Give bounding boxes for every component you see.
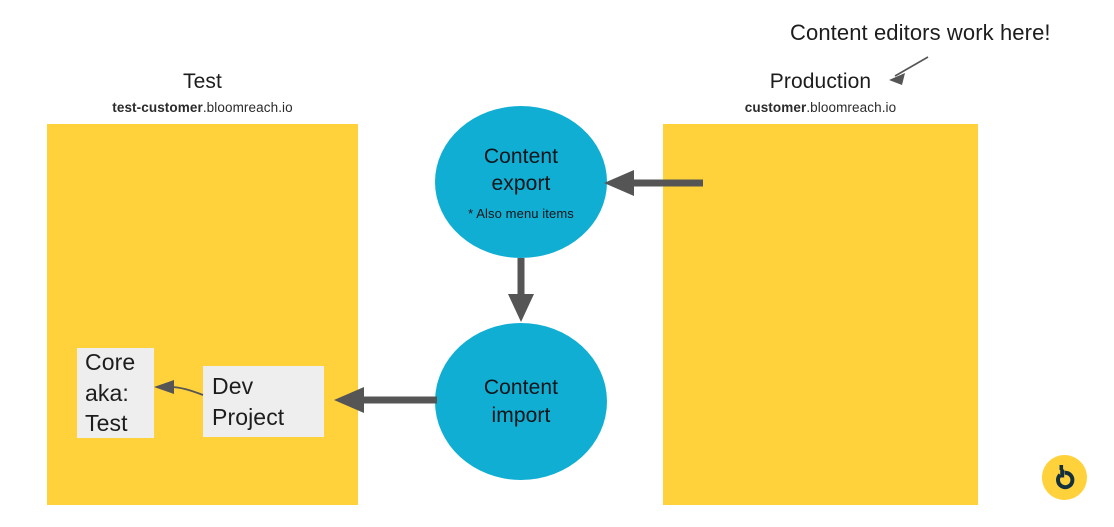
production-environment-title: Production bbox=[769, 70, 872, 93]
production-environment-box bbox=[663, 124, 978, 505]
test-environment-box bbox=[47, 124, 358, 505]
dev-box-line-1: Dev bbox=[212, 373, 254, 400]
content-export-note: * Also menu items bbox=[468, 206, 574, 222]
core-box-line-3: Test bbox=[85, 410, 128, 437]
production-environment-domain-suffix: .bloomreach.io bbox=[806, 100, 897, 115]
test-environment-domain-prefix: test-customer bbox=[112, 100, 203, 115]
bloomreach-logo-icon bbox=[1056, 465, 1075, 490]
content-import-label-line-2: import bbox=[491, 403, 551, 427]
dev-box-line-2: Project bbox=[212, 403, 285, 430]
production-environment-domain-prefix: customer bbox=[744, 100, 807, 115]
content-export-label-line-2: export bbox=[491, 172, 551, 195]
content-export-label-line-1: Content bbox=[483, 144, 559, 168]
bloomreach-logo bbox=[1042, 455, 1087, 500]
test-environment-domain: test-customer.bloomreach.io bbox=[47, 100, 358, 115]
content-export-node: Content export * Also menu items bbox=[435, 106, 607, 258]
content-import-label-line-1: Content bbox=[483, 376, 559, 400]
test-environment-domain-suffix: .bloomreach.io bbox=[202, 100, 293, 115]
export-to-import-arrow bbox=[508, 258, 534, 322]
core-box-line-1: Core bbox=[85, 349, 136, 376]
content-import-node: Content import bbox=[435, 323, 607, 480]
test-environment-title: Test bbox=[183, 70, 222, 93]
core-aka-test-box: Core aka: Test bbox=[77, 348, 154, 438]
dev-project-box: Dev Project bbox=[203, 366, 324, 437]
content-editors-annotation: Content editors work here! bbox=[790, 20, 1051, 45]
core-box-line-2: aka: bbox=[85, 379, 129, 406]
production-environment-domain: customer.bloomreach.io bbox=[663, 100, 978, 115]
